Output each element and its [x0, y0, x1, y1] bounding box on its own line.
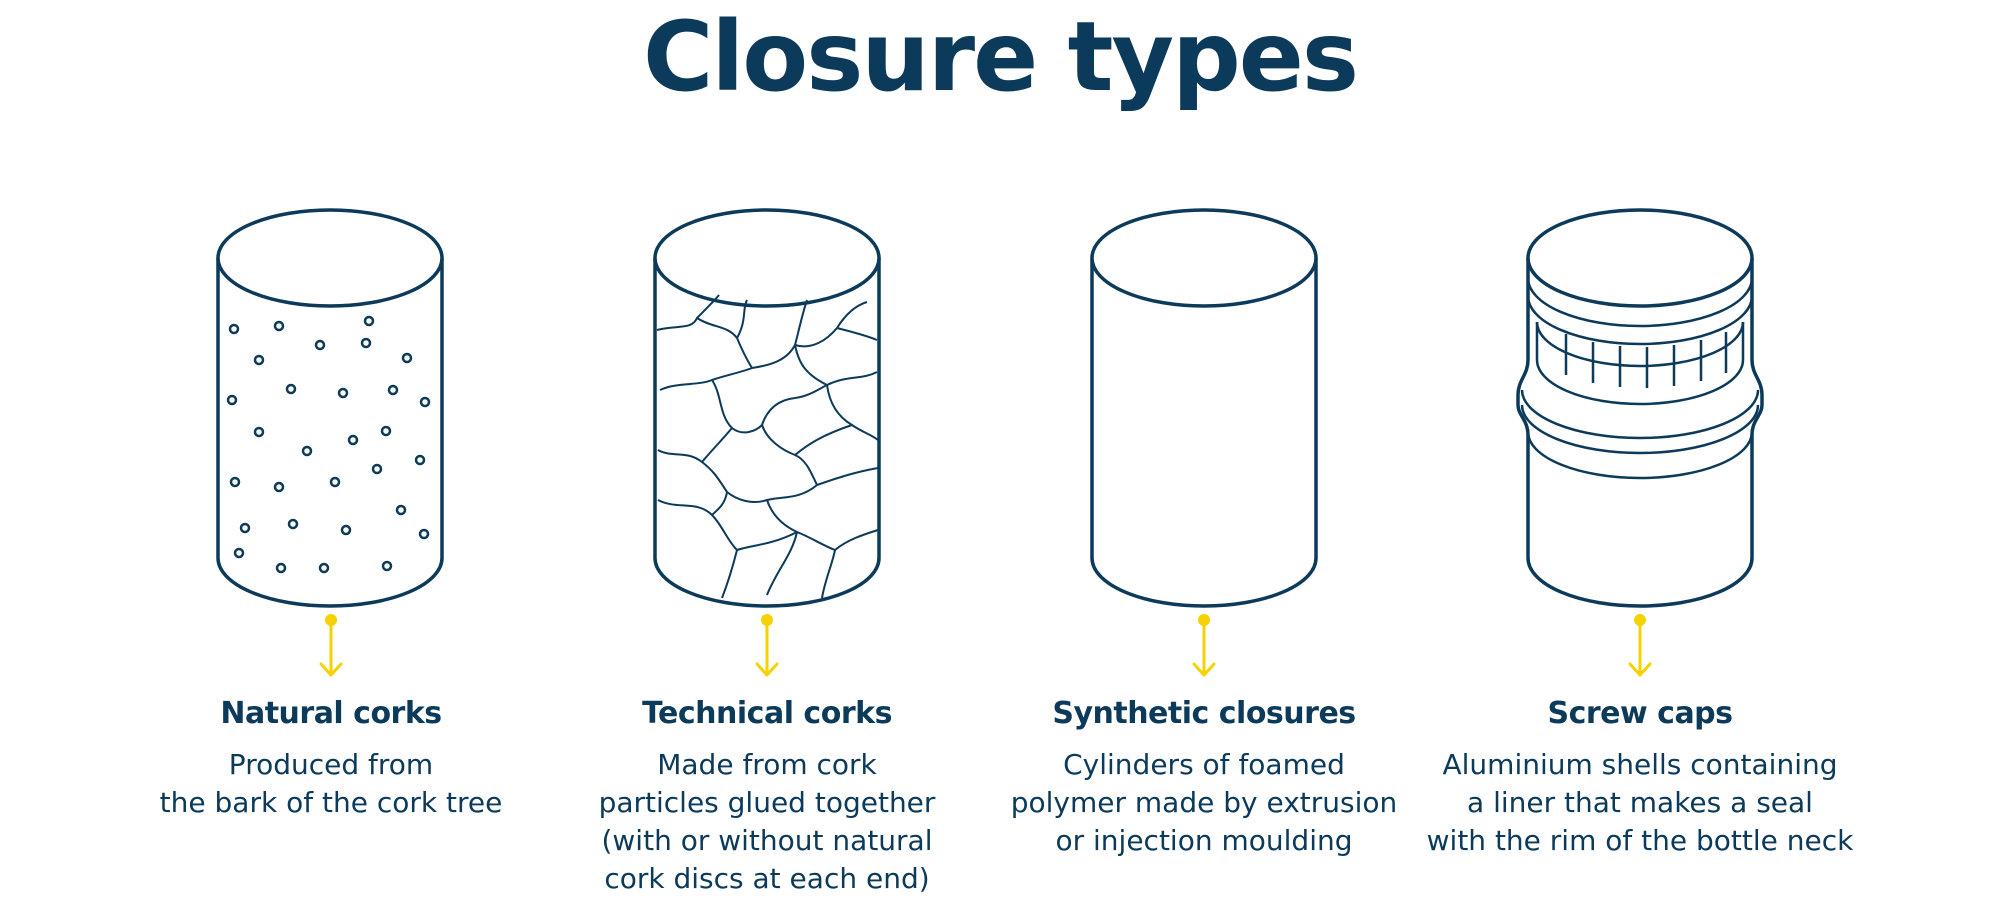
yellow-arrow-icon	[755, 614, 779, 677]
item-description: Produced from the bark of the cork tree	[101, 746, 561, 822]
page-title: Closure types	[642, 1, 1359, 113]
item-description: Cylinders of foamed polymer made by extr…	[974, 746, 1434, 860]
description-line: (with or without natural	[601, 824, 933, 857]
description-line: or injection moulding	[1055, 824, 1353, 857]
natural-cork-icon	[216, 208, 444, 608]
closure-technical-corks: Technical corks Made from cork particles…	[537, 200, 997, 915]
synthetic-closure-icon	[1090, 208, 1318, 608]
description-line: cork discs at each end)	[604, 862, 930, 895]
technical-cork-icon	[653, 208, 881, 608]
item-description: Aluminium shells containing a liner that…	[1410, 746, 1870, 860]
description-line: the bark of the cork tree	[159, 786, 503, 819]
screw-cap-icon	[1516, 208, 1764, 608]
description-line: Made from cork	[657, 748, 877, 781]
description-line: polymer made by extrusion	[1010, 786, 1398, 819]
item-title: Natural corks	[220, 696, 442, 731]
closure-screw-caps: Screw caps Aluminium shells containing a…	[1410, 200, 1870, 915]
item-title: Screw caps	[1547, 696, 1733, 731]
item-title: Technical corks	[642, 696, 892, 731]
description-line: Cylinders of foamed	[1063, 748, 1345, 781]
closure-synthetic-closures: Synthetic closures Cylinders of foamed p…	[974, 200, 1434, 915]
item-title: Synthetic closures	[1052, 696, 1356, 731]
item-description: Made from cork particles glued together …	[537, 746, 997, 898]
closure-natural-corks: Natural corks Produced from the bark of …	[101, 200, 561, 915]
yellow-arrow-icon	[1192, 614, 1216, 677]
yellow-arrow-icon	[319, 614, 343, 677]
yellow-arrow-icon	[1628, 614, 1652, 677]
description-line: with the rim of the bottle neck	[1426, 824, 1854, 857]
description-line: Produced from	[228, 748, 434, 781]
description-line: Aluminium shells containing	[1442, 748, 1838, 781]
description-line: particles glued together	[598, 786, 936, 819]
description-line: a liner that makes a seal	[1467, 786, 1813, 819]
